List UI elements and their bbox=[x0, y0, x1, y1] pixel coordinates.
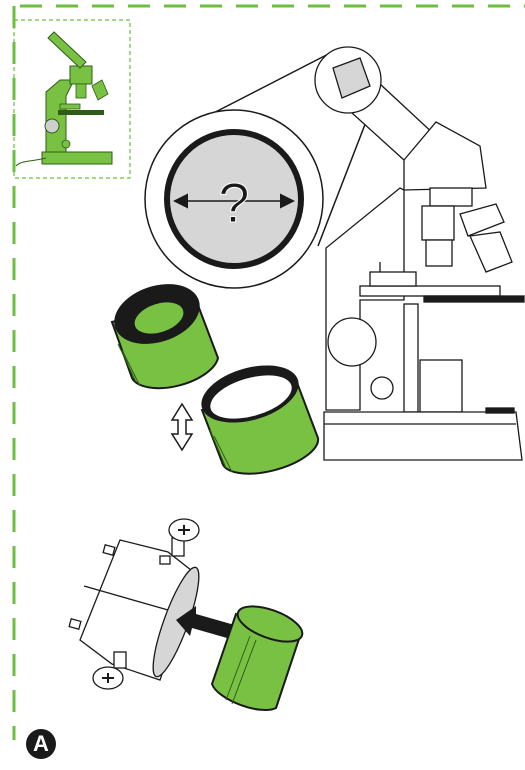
microscope-outline bbox=[315, 47, 524, 460]
unknown-diameter-label: ? bbox=[218, 171, 249, 234]
adapter-ring-large bbox=[107, 274, 218, 388]
microscope-thumbnail bbox=[14, 20, 130, 178]
adapter-ring-small bbox=[195, 355, 318, 473]
double-vertical-arrow-icon bbox=[172, 404, 192, 450]
magnified-eyepiece-callout: ? bbox=[145, 110, 323, 288]
eyepiece-clamp bbox=[69, 519, 207, 689]
microscope-icon bbox=[16, 32, 112, 166]
adapter-insert bbox=[212, 599, 307, 710]
step-badge: A bbox=[26, 729, 56, 759]
